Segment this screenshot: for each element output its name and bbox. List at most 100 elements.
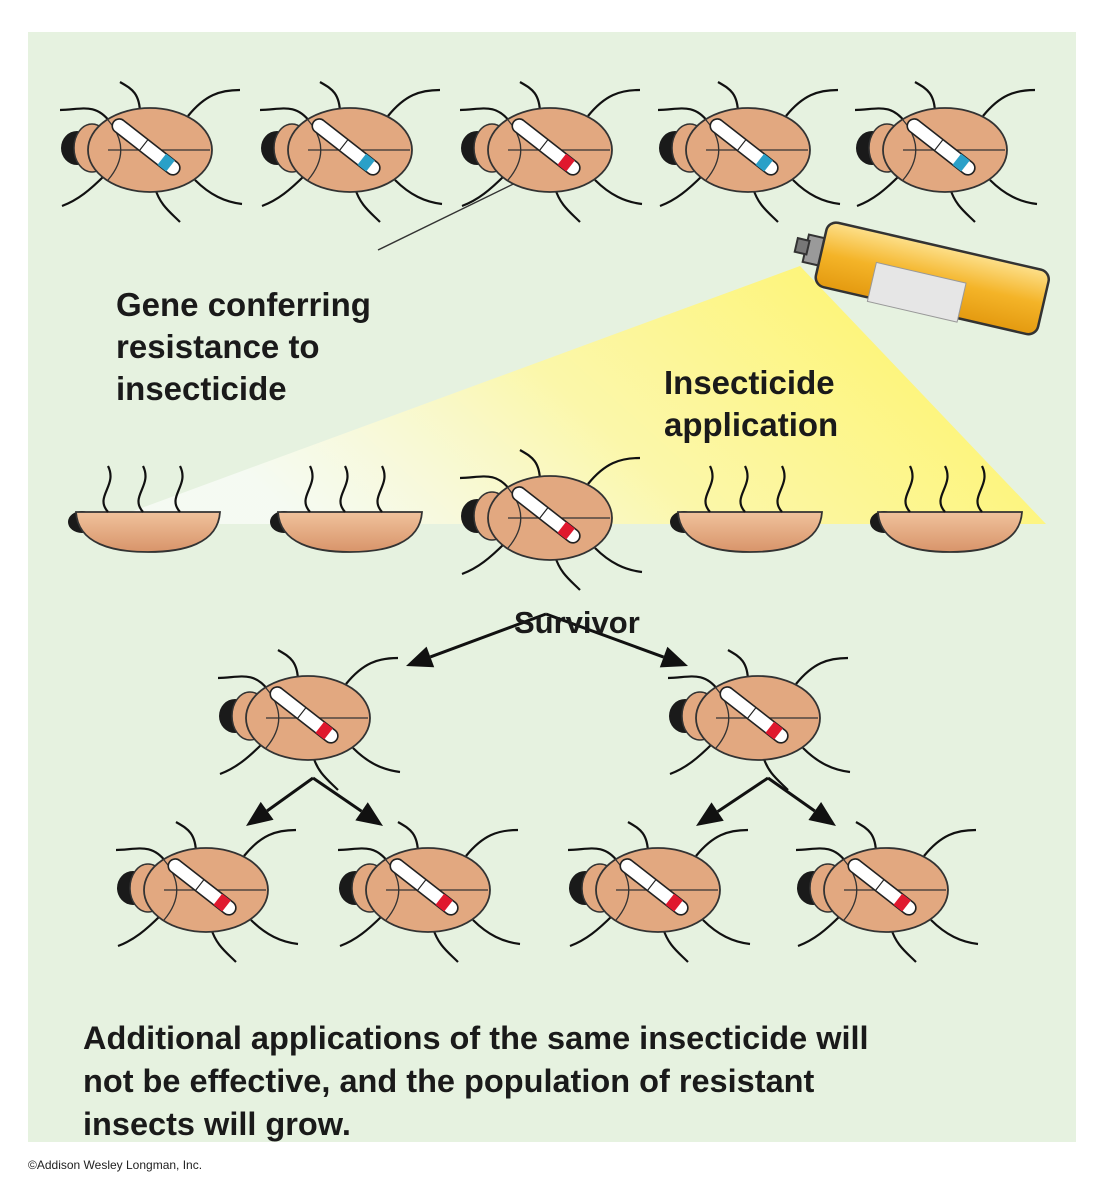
beetle-leg — [259, 107, 311, 123]
arrow-icon — [246, 776, 314, 826]
gene-leader-line — [377, 171, 539, 251]
beetle-leg — [976, 465, 986, 513]
beetle-leg — [243, 828, 297, 857]
beetle-leg — [739, 465, 749, 513]
dead-beetle-icon — [870, 465, 1023, 553]
chromosome-icon — [511, 118, 581, 176]
arrow-shaft — [716, 776, 769, 813]
beetle-leg — [567, 847, 619, 863]
dead-beetle-icon — [670, 465, 823, 553]
beetle-leg — [250, 919, 299, 946]
beetle-leg — [667, 675, 719, 691]
centromere — [338, 139, 349, 151]
centromere — [874, 879, 885, 891]
gene-label-line: resistance to — [116, 327, 320, 365]
normal-gene-band — [755, 153, 773, 172]
insecticide-resistance-diagram — [59, 81, 1051, 963]
beetle-leg — [459, 107, 511, 123]
beetle-leg — [376, 465, 386, 513]
beetle-leg — [459, 475, 511, 491]
beetle-shell — [877, 511, 1023, 553]
beetle-icon — [217, 649, 401, 791]
beetle-population — [59, 81, 1038, 963]
beetle-leg — [194, 179, 243, 206]
beetle-leg — [982, 88, 1036, 117]
beetle-leg — [776, 465, 786, 513]
arrow-head — [696, 802, 724, 826]
beetle-leg — [472, 919, 521, 946]
beetle-leg — [553, 187, 581, 223]
beetle-leg — [137, 465, 147, 513]
beetle-icon — [657, 81, 841, 223]
beetle-leg — [661, 927, 689, 963]
diagram-panel: Gene conferring resistance to insecticid… — [28, 32, 1076, 1142]
beetle-leg — [345, 656, 399, 685]
arrow-shaft — [767, 776, 816, 813]
beetle-leg — [797, 914, 842, 948]
chromosome-icon — [269, 686, 339, 744]
beetle-leg — [117, 914, 162, 948]
arrow-icon — [767, 776, 836, 826]
spray-beam — [98, 266, 1046, 524]
beetle-leg — [930, 919, 979, 946]
beetle-leg — [59, 107, 111, 123]
resistant-gene-band — [765, 721, 783, 740]
beetle-icon — [795, 821, 979, 963]
beetle-leg — [795, 656, 849, 685]
beetle-icon — [667, 649, 851, 791]
beetle-leg — [387, 88, 441, 117]
resistant-gene-band — [893, 893, 911, 912]
resistant-gene-band — [665, 893, 683, 912]
beetle-leg — [465, 828, 519, 857]
centromere — [538, 507, 549, 519]
beetle-leg — [339, 465, 349, 513]
copyright-credit: ©Addison Wesley Longman, Inc. — [28, 1158, 203, 1172]
beetle-icon — [459, 449, 643, 591]
chromosome-icon — [389, 858, 459, 916]
beetle-shell — [677, 511, 823, 553]
arrow-shaft — [266, 776, 314, 813]
beetle-leg — [115, 847, 167, 863]
arrow-icon — [312, 776, 383, 826]
beetle-leg — [923, 828, 977, 857]
beetle-leg — [304, 465, 314, 513]
beetle-leg — [219, 742, 264, 776]
chromosome-icon — [619, 858, 689, 916]
arrow-icon — [696, 776, 769, 826]
arrow-icon — [545, 612, 688, 668]
beetle-leg — [695, 828, 749, 857]
chromosome-icon — [906, 118, 976, 176]
beetle-icon — [337, 821, 521, 963]
survivor-label: Survivor — [514, 605, 640, 640]
beetle-leg — [904, 465, 914, 513]
beetle-leg — [659, 174, 704, 208]
beetle-leg — [153, 187, 181, 223]
arrow-shaft — [312, 776, 363, 813]
arrow-head — [355, 802, 383, 826]
resistant-gene-band — [435, 893, 453, 912]
normal-gene-band — [157, 153, 175, 172]
arrow-icon — [406, 612, 547, 668]
chromosome-icon — [111, 118, 181, 176]
beetle-leg — [217, 675, 269, 691]
beetle-leg — [704, 465, 714, 513]
gene-label-line: Gene conferring — [116, 286, 371, 323]
beetle-leg — [889, 927, 917, 963]
beetle-leg — [802, 747, 851, 774]
beetle-leg — [669, 742, 714, 776]
beetle-leg — [339, 914, 384, 948]
arrow-shaft — [545, 612, 665, 659]
beetle-leg — [587, 88, 641, 117]
resistant-gene-band — [213, 893, 231, 912]
centromere — [138, 139, 149, 151]
centromere — [736, 139, 747, 151]
beetle-leg — [792, 179, 841, 206]
beetle-leg — [461, 174, 506, 208]
arrow-head — [406, 646, 435, 668]
beetle-leg — [261, 174, 306, 208]
chromosome-icon — [311, 118, 381, 176]
beetle-leg — [102, 465, 112, 513]
beetle-leg — [187, 88, 241, 117]
beetle-leg — [785, 88, 839, 117]
arrow-head — [808, 802, 836, 826]
